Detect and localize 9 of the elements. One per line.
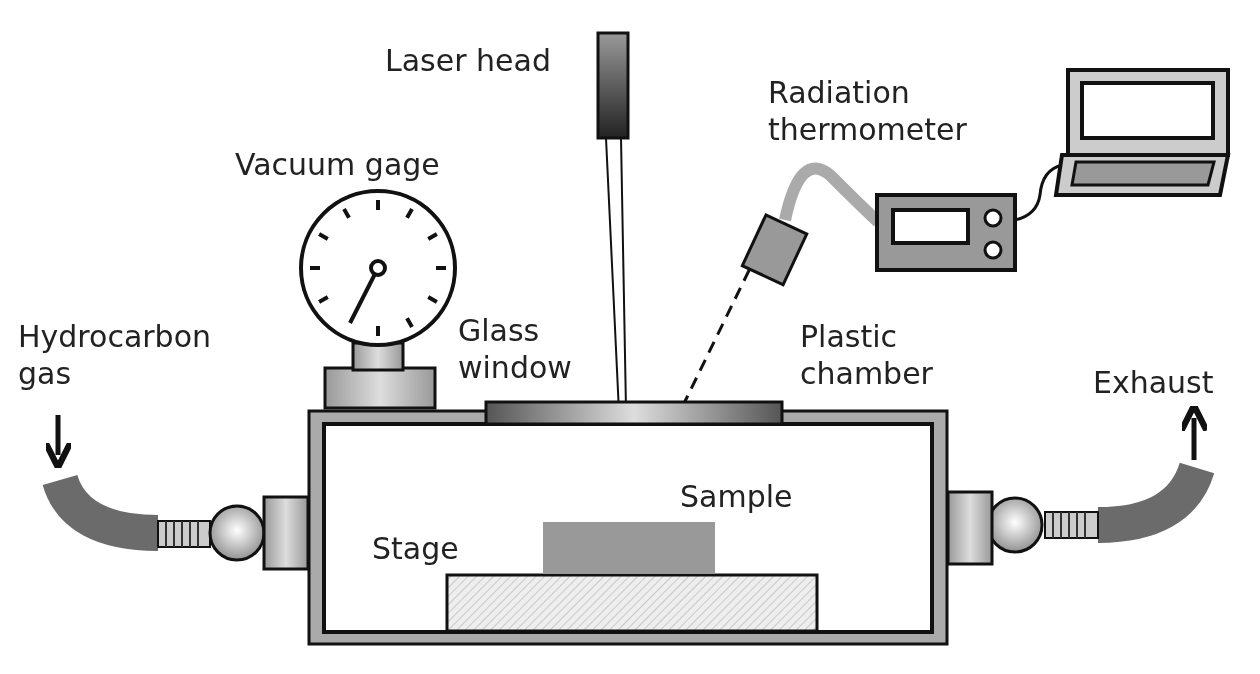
part-label: Laser head [385, 42, 551, 79]
part-label: Exhaust [1093, 364, 1214, 401]
part-label: Sample [680, 478, 793, 515]
part-label: Plastic chamber [800, 318, 934, 392]
part-label: Hydrocarbon gas [18, 318, 212, 392]
part-label: Vacuum gage [235, 146, 440, 183]
part-label: Stage [372, 530, 459, 567]
part-label: Glass window [458, 312, 573, 386]
part-label: Radiation thermometer [768, 74, 968, 148]
